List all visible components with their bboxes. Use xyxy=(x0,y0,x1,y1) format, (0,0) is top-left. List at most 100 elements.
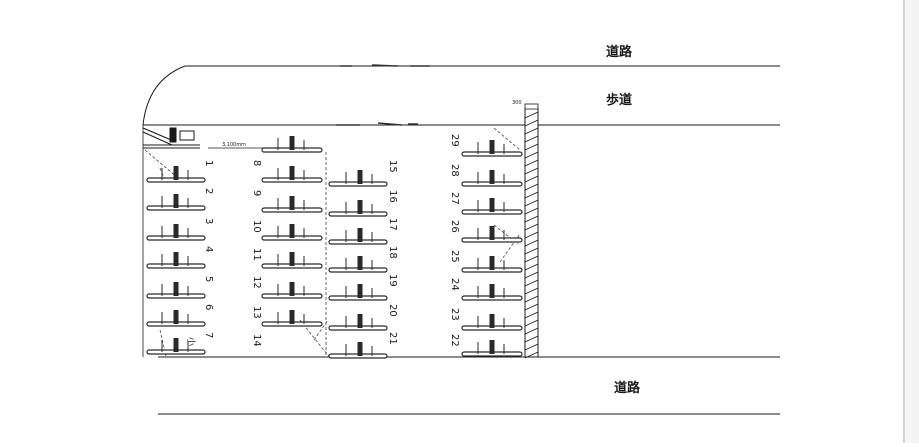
hatch-line xyxy=(524,111,539,119)
rack-stall-9 xyxy=(261,166,323,183)
hatch-line xyxy=(524,127,539,135)
hatch-line xyxy=(524,255,539,263)
hatch-line xyxy=(524,303,539,311)
stall-number-10: 10 xyxy=(251,220,262,233)
stall-number-11: 11 xyxy=(251,248,262,261)
rack-stall-11 xyxy=(261,224,323,241)
rack-stall-28 xyxy=(461,170,523,187)
hatch-line xyxy=(524,143,539,151)
hatch-line xyxy=(524,135,539,143)
sidewalk-label: 歩道 xyxy=(606,92,632,108)
hatch-line xyxy=(524,247,539,255)
rack-stall-25 xyxy=(461,256,523,273)
gate-equipment xyxy=(142,127,200,149)
hatch-line xyxy=(524,231,539,239)
rack-stall-20 xyxy=(328,314,388,331)
hatch-line xyxy=(524,239,539,247)
stall-number-8: 8 xyxy=(251,160,262,166)
hatch-line xyxy=(524,183,539,191)
stall-number-9: 9 xyxy=(251,190,262,196)
stall-number-2: 2 xyxy=(203,188,214,194)
hatch-line xyxy=(524,159,539,167)
hatch-line xyxy=(524,199,539,207)
corner-curve xyxy=(142,65,186,126)
stall-number-14: 14 xyxy=(251,334,262,347)
hatch-line xyxy=(524,343,539,351)
dimension-note: 3,100mm xyxy=(222,142,246,148)
rack-stall-14 xyxy=(261,310,323,327)
vertical-scrollbar[interactable] xyxy=(904,0,919,443)
stall-number-21: 21 xyxy=(387,332,398,345)
road-top-label: 道路 xyxy=(606,44,633,60)
hatch-line xyxy=(524,167,539,175)
rack-stall-22 xyxy=(461,340,523,357)
rack-stall-16 xyxy=(328,200,388,217)
rack-stall-8 xyxy=(261,136,323,153)
hatch-line xyxy=(524,191,539,199)
stall-number-24: 24 xyxy=(449,278,460,291)
stall-number-18: 18 xyxy=(387,246,398,259)
stall-number-7: 7 xyxy=(203,332,214,338)
stall-number-27: 27 xyxy=(449,192,460,205)
hatch-line xyxy=(524,207,539,215)
hatch-line xyxy=(524,119,539,127)
stall-number-20: 20 xyxy=(387,304,398,317)
stall-number-3: 3 xyxy=(203,218,214,224)
hatch-line xyxy=(524,151,539,159)
rack-stall-21 xyxy=(328,342,388,359)
hatch-line xyxy=(524,215,539,223)
road-bottom-label: 道路 xyxy=(614,380,641,396)
stall-number-12: 12 xyxy=(251,276,262,289)
drawing-page: 道路 歩道 道路 3,100mm 300 xyxy=(142,0,904,443)
hatch-line xyxy=(524,223,539,231)
rack-stall-18 xyxy=(328,256,388,273)
stall-number-4: 4 xyxy=(203,246,214,252)
hatch-line xyxy=(524,287,539,295)
stall-number-1: 1 xyxy=(203,160,214,166)
erased-marks xyxy=(336,64,430,126)
hatch-line xyxy=(524,295,539,303)
rack-stall-7 xyxy=(146,338,206,355)
rack-stall-1 xyxy=(146,166,206,183)
rack-stall-24 xyxy=(461,284,523,301)
stall-number-28: 28 xyxy=(449,164,460,177)
stall-number-6: 6 xyxy=(203,304,214,310)
hatch-line xyxy=(524,271,539,279)
hatch-line xyxy=(524,263,539,271)
stall-number-25: 25 xyxy=(449,250,460,263)
rack-stall-12 xyxy=(261,252,323,269)
hatch-line xyxy=(524,335,539,343)
rack-stall-23 xyxy=(461,314,523,331)
wall-cap xyxy=(524,103,539,110)
rack-stall-17 xyxy=(328,228,388,245)
rack-stall-13 xyxy=(261,282,323,299)
stall-number-16: 16 xyxy=(387,190,398,203)
bicycle-parking-plan: 道路 歩道 道路 3,100mm 300 xyxy=(142,44,780,415)
rack-stall-2 xyxy=(146,194,206,211)
stall-number-29: 29 xyxy=(449,134,460,147)
rack-stall-4 xyxy=(146,252,206,269)
rack-stall-29 xyxy=(461,140,523,157)
stall-number-23: 23 xyxy=(449,308,460,321)
hatch-line xyxy=(524,327,539,335)
rack-stall-5 xyxy=(146,282,206,299)
post-note: 300 xyxy=(512,100,522,106)
hatch-line xyxy=(524,319,539,327)
stall-number-22: 22 xyxy=(449,334,460,347)
rack-stall-10 xyxy=(261,196,323,213)
hatch-line xyxy=(524,279,539,287)
rack-stall-3 xyxy=(146,224,206,241)
rack-stall-27 xyxy=(461,198,523,215)
stall-number-17: 17 xyxy=(387,218,398,231)
rack-stall-15 xyxy=(328,170,388,187)
stall-number-19: 19 xyxy=(387,274,398,287)
hatch-line xyxy=(524,311,539,319)
hatch-line xyxy=(524,175,539,183)
wall-hatching xyxy=(524,111,539,359)
hatch-line xyxy=(524,351,539,359)
stall-number-15: 15 xyxy=(387,160,398,173)
rack-stall-26 xyxy=(461,226,523,243)
stall-number-26: 26 xyxy=(449,220,460,233)
